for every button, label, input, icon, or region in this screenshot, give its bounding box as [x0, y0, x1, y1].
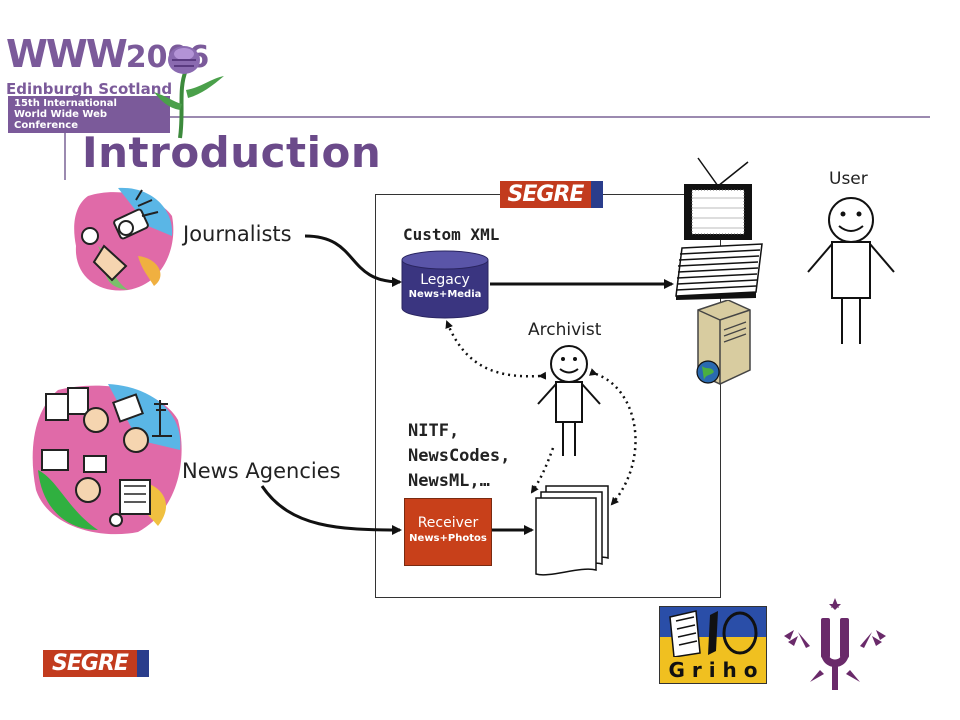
user-label: User [829, 169, 868, 189]
archivist-figure [537, 345, 601, 456]
receiver-box [404, 498, 492, 566]
custom-xml-label: Custom XML [403, 225, 500, 244]
segre-logo-top: SEGRE [500, 181, 603, 208]
news-agencies-clipart [32, 384, 182, 535]
agencies-to-receiver-arrow [260, 485, 402, 535]
journalists-clipart [74, 187, 174, 291]
segre-logo-bottom-text: SEGRE [52, 651, 129, 676]
standards-line1: NITF, [408, 421, 460, 441]
legacy-title: Legacy [420, 272, 470, 288]
thistle-icon [154, 46, 224, 139]
standards-line2: NewsCodes, [408, 446, 511, 466]
conference-band: 15th International World Wide Web Confer… [8, 96, 170, 133]
conference-brand: WWW [6, 32, 128, 76]
title-rule [64, 120, 66, 180]
news-agencies-label: News Agencies [182, 459, 341, 483]
conference-location: Edinburgh Scotland [6, 80, 173, 98]
web-server-icon [696, 300, 751, 385]
legacy-subtitle: News+Media [408, 289, 482, 300]
segre-logo-bottom-stripe [137, 650, 149, 677]
archivist-label: Archivist [528, 320, 602, 340]
university-emblem-icon [784, 598, 886, 690]
griho-logo-graphic [669, 610, 758, 658]
legacy-database-icon [401, 250, 489, 319]
receiver-subtitle: News+Photos [409, 533, 487, 544]
segre-logo-bottom: SEGRE [43, 650, 149, 677]
user-figure [807, 197, 895, 344]
header-rule [150, 116, 930, 118]
griho-logo: G r i h o [659, 606, 767, 684]
receiver-title: Receiver [417, 515, 479, 531]
receiver-label: Receiver News+Photos [404, 515, 492, 546]
segre-logo-top-text: SEGRE [507, 182, 585, 207]
conference-line2: World Wide Web Conference [14, 109, 108, 131]
legacy-database: Legacy News+Media [400, 272, 490, 302]
page-title: Introduction [82, 128, 382, 177]
segre-logo-top-stripe [591, 181, 603, 208]
journalists-to-legacy-arrow [304, 234, 402, 287]
griho-text: G r i h o [660, 657, 766, 683]
newspaper-stack-icon [675, 243, 763, 300]
journalists-label: Journalists [183, 222, 292, 246]
archivist-legacy-link [445, 320, 547, 380]
standards-line3: NewsML,… [408, 471, 490, 491]
tv-icon [684, 157, 752, 240]
documents-stack-icon [535, 485, 609, 576]
conference-line1: 15th International [14, 98, 117, 109]
